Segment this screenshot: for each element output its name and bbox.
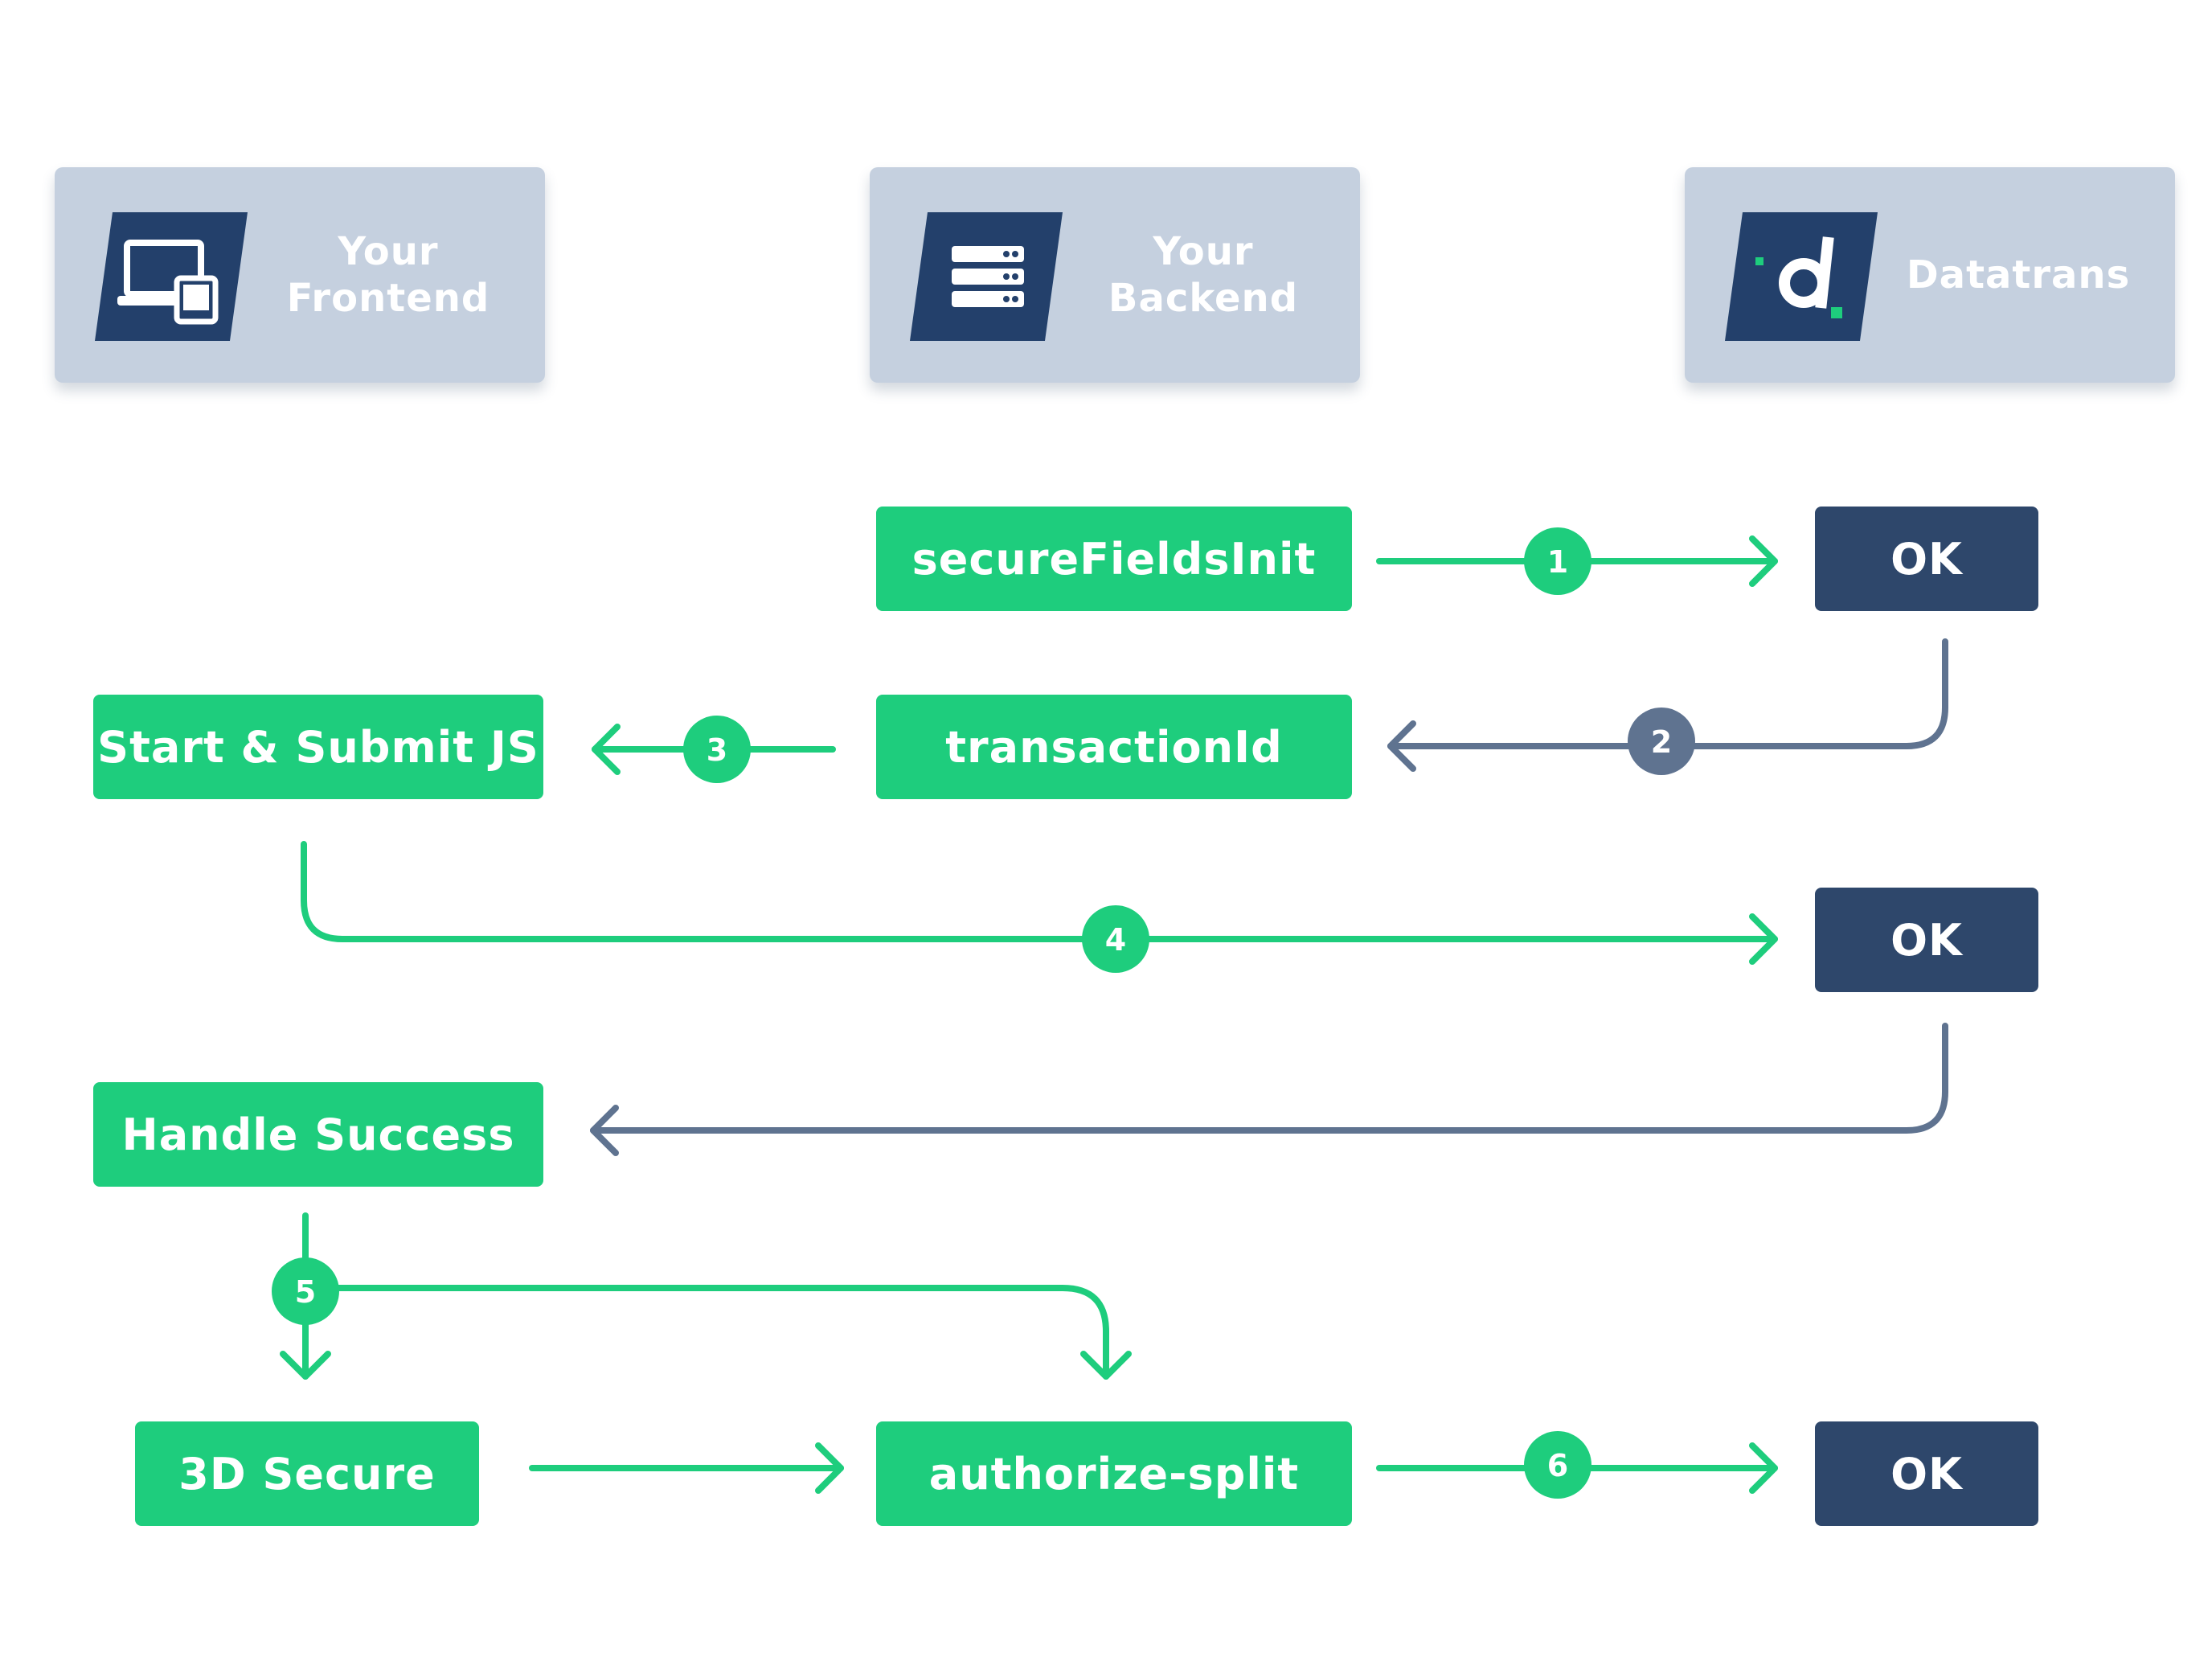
badge-4: 4: [1082, 905, 1149, 973]
svg-text:1: 1: [1547, 544, 1568, 580]
column-label-datatrans: Datatrans: [1906, 252, 2131, 297]
svg-text:6: 6: [1547, 1448, 1568, 1483]
badge-1: 1: [1524, 527, 1591, 595]
step-ok-1: OK: [1815, 507, 2038, 611]
badge-3: 3: [683, 716, 751, 783]
arrowhead-3ds: [815, 1442, 844, 1494]
arrow-ok-to-handle-success: [590, 1023, 1948, 1134]
column-label-backend: Your Backend: [1108, 229, 1299, 321]
arrowhead-6: [1749, 1442, 1778, 1494]
arrowhead-5-branch: [1080, 1351, 1132, 1380]
badge-5: 5: [272, 1257, 339, 1325]
svg-text:5: 5: [295, 1274, 316, 1310]
arrowhead-handle-success: [590, 1105, 619, 1156]
step-transaction-id: transactionId: [876, 695, 1352, 799]
step-3d-secure: 3D Secure: [135, 1421, 479, 1526]
column-header-frontend: Your Frontend: [55, 167, 545, 383]
badge-6: 6: [1524, 1431, 1591, 1499]
arrowhead-2: [1387, 720, 1416, 772]
datatrans-logo-icon: [1725, 212, 1878, 341]
server-icon: [910, 212, 1063, 341]
devices-icon: [95, 212, 248, 341]
step-ok-3: OK: [1815, 1421, 2038, 1526]
step-ok-2: OK: [1815, 888, 2038, 992]
svg-text:4: 4: [1105, 922, 1126, 958]
step-authorize-split: authorize-split: [876, 1421, 1352, 1526]
arrow-5-branch: [302, 1285, 1109, 1380]
arrowhead-3: [592, 724, 621, 775]
arrowhead-5-down: [280, 1351, 331, 1380]
step-handle-success: Handle Success: [93, 1082, 543, 1187]
arrowhead-4: [1749, 913, 1778, 965]
arrow-2: [1387, 638, 1948, 749]
svg-text:3: 3: [707, 732, 727, 768]
badge-2: 2: [1628, 708, 1695, 775]
step-secure-fields-init: secureFieldsInit: [876, 507, 1352, 611]
step-start-submit-js: Start & Submit JS: [93, 695, 543, 799]
arrowhead-1: [1749, 535, 1778, 587]
column-header-backend: Your Backend: [870, 167, 1360, 383]
column-header-datatrans: Datatrans: [1685, 167, 2175, 383]
column-label-frontend: Your Frontend: [286, 229, 490, 321]
svg-text:2: 2: [1651, 724, 1672, 760]
arrow-4: [301, 841, 1778, 942]
